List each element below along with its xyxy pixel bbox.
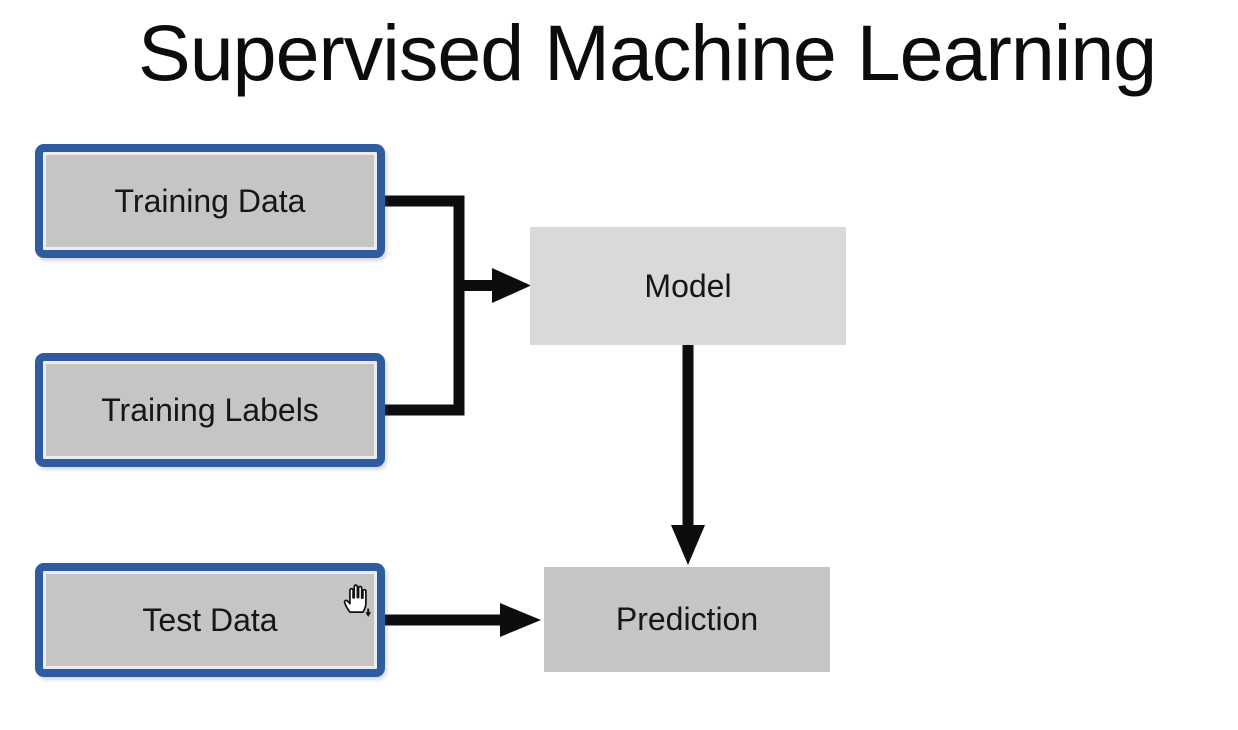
arrow-model-to-prediction: [671, 345, 705, 565]
connector-training-merge: [385, 195, 465, 416]
arrow-test-to-prediction: [385, 603, 541, 637]
node-test-data: Test Data: [35, 563, 385, 677]
node-test-data-label: Test Data: [142, 601, 278, 638]
node-training-labels-label: Training Labels: [101, 391, 319, 428]
node-training-data-label: Training Data: [114, 182, 306, 219]
node-training-data: Training Data: [35, 144, 385, 258]
node-training-labels: Training Labels: [35, 353, 385, 467]
node-model-label: Model: [644, 267, 732, 304]
node-prediction: Prediction: [544, 567, 830, 672]
arrow-training-to-model: [454, 268, 531, 303]
node-prediction-label: Prediction: [615, 601, 759, 637]
slide-title: Supervised Machine Learning: [138, 8, 1157, 97]
node-model: Model: [530, 227, 846, 345]
